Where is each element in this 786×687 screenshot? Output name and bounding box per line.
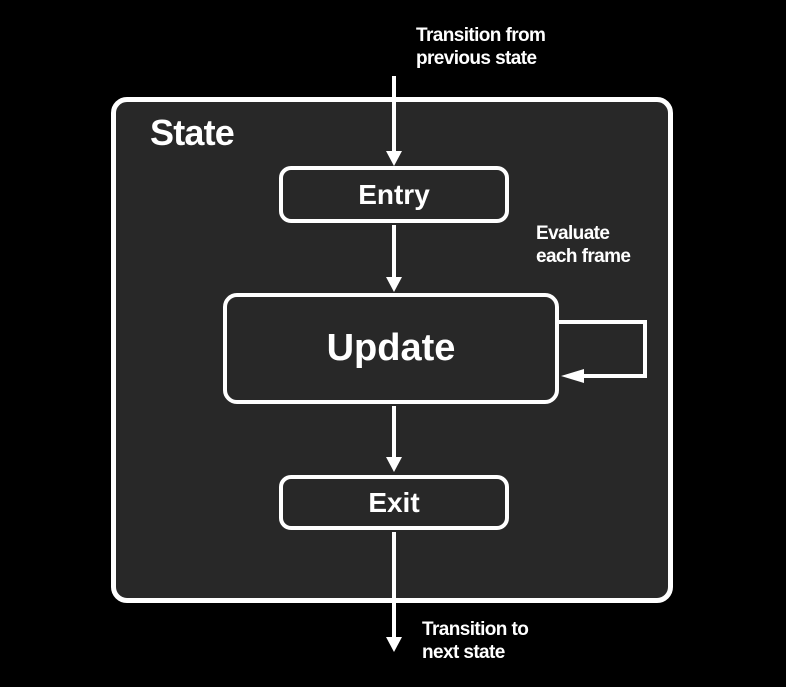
outgoing-transition-label: Transition to next state xyxy=(422,619,529,663)
update-node-label: Update xyxy=(326,327,456,369)
state-title: State xyxy=(150,112,235,153)
exit-node: Exit xyxy=(279,475,509,530)
incoming-transition-label: Transition from previous state xyxy=(416,25,546,69)
evaluate-each-frame-label: Evaluate each frame xyxy=(536,223,631,267)
entry-node: Entry xyxy=(279,166,509,223)
exit-node-label: Exit xyxy=(368,486,420,518)
update-node: Update xyxy=(223,293,559,404)
entry-node-label: Entry xyxy=(358,178,430,210)
